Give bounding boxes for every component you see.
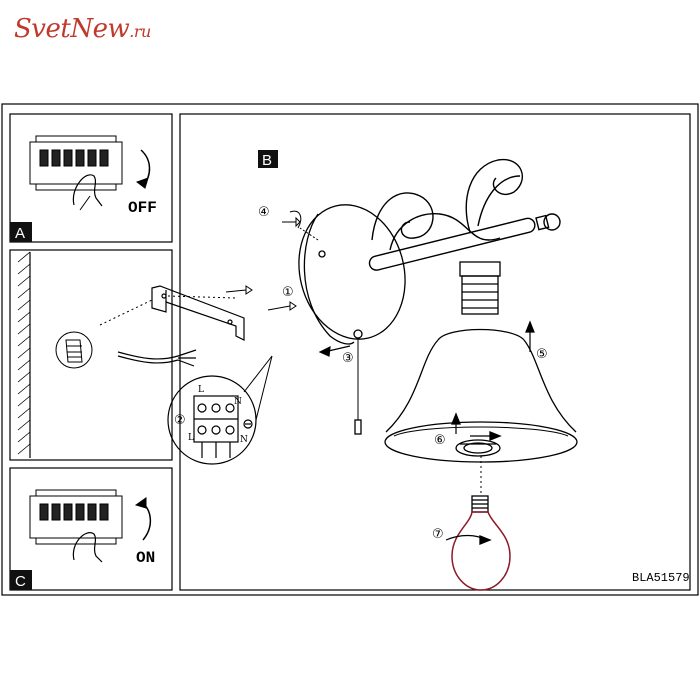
- step-1: ①: [282, 285, 294, 300]
- step-7: ⑦: [432, 527, 444, 542]
- logo-text: SvetNew: [14, 14, 130, 44]
- lamp-holder: [459, 261, 501, 315]
- step-3: ③: [342, 351, 354, 366]
- step-5-arrow: [525, 320, 535, 352]
- panel-a-letter: A: [15, 225, 25, 242]
- terminal-label-bottom-l: L: [188, 433, 194, 443]
- panel-a-badge: [10, 222, 32, 242]
- cap-screw: [282, 210, 302, 229]
- fuse-block-off: [29, 135, 151, 211]
- off-label: OFF: [128, 199, 157, 217]
- dowel-inset: [55, 331, 93, 369]
- panel-c-badge: [10, 570, 32, 590]
- site-logo: SvetNew.ru: [14, 14, 151, 44]
- step-3-arrow: [318, 345, 351, 357]
- terminal-label-top-n: N: [234, 397, 242, 407]
- fixing-ring: [451, 412, 502, 457]
- terminal-label-top-l: L: [198, 385, 204, 395]
- mounting-bracket: [99, 285, 245, 341]
- step-5: ⑤: [536, 347, 548, 362]
- panel-a: A OFF: [9, 113, 173, 243]
- terminal-label-bottom-n: N: [240, 435, 248, 445]
- wall-section: [9, 249, 173, 461]
- panel-c-letter: C: [15, 573, 26, 590]
- on-label: ON: [136, 549, 155, 567]
- fuse-block-on: [29, 489, 152, 563]
- supply-cable: [117, 349, 197, 367]
- panel-b: B BLA51579: [179, 113, 691, 591]
- panel-b-badge: [258, 150, 278, 168]
- step-2: ②: [174, 413, 186, 428]
- light-bulb: [445, 456, 511, 591]
- outer-frame: [1, 103, 699, 596]
- terminal-block-inset: [167, 355, 273, 465]
- decorative-arm: [368, 158, 561, 271]
- panel-b-letter: B: [262, 152, 272, 169]
- wall-screws: [225, 285, 297, 311]
- glass-shade: [384, 328, 578, 463]
- model-code: BLA51579: [632, 571, 690, 585]
- wall-backplate: [298, 204, 406, 435]
- logo-domain: .ru: [129, 22, 151, 41]
- panel-c: C ON: [9, 467, 173, 591]
- step-6: ⑥: [434, 433, 446, 448]
- step-4: ④: [258, 205, 270, 220]
